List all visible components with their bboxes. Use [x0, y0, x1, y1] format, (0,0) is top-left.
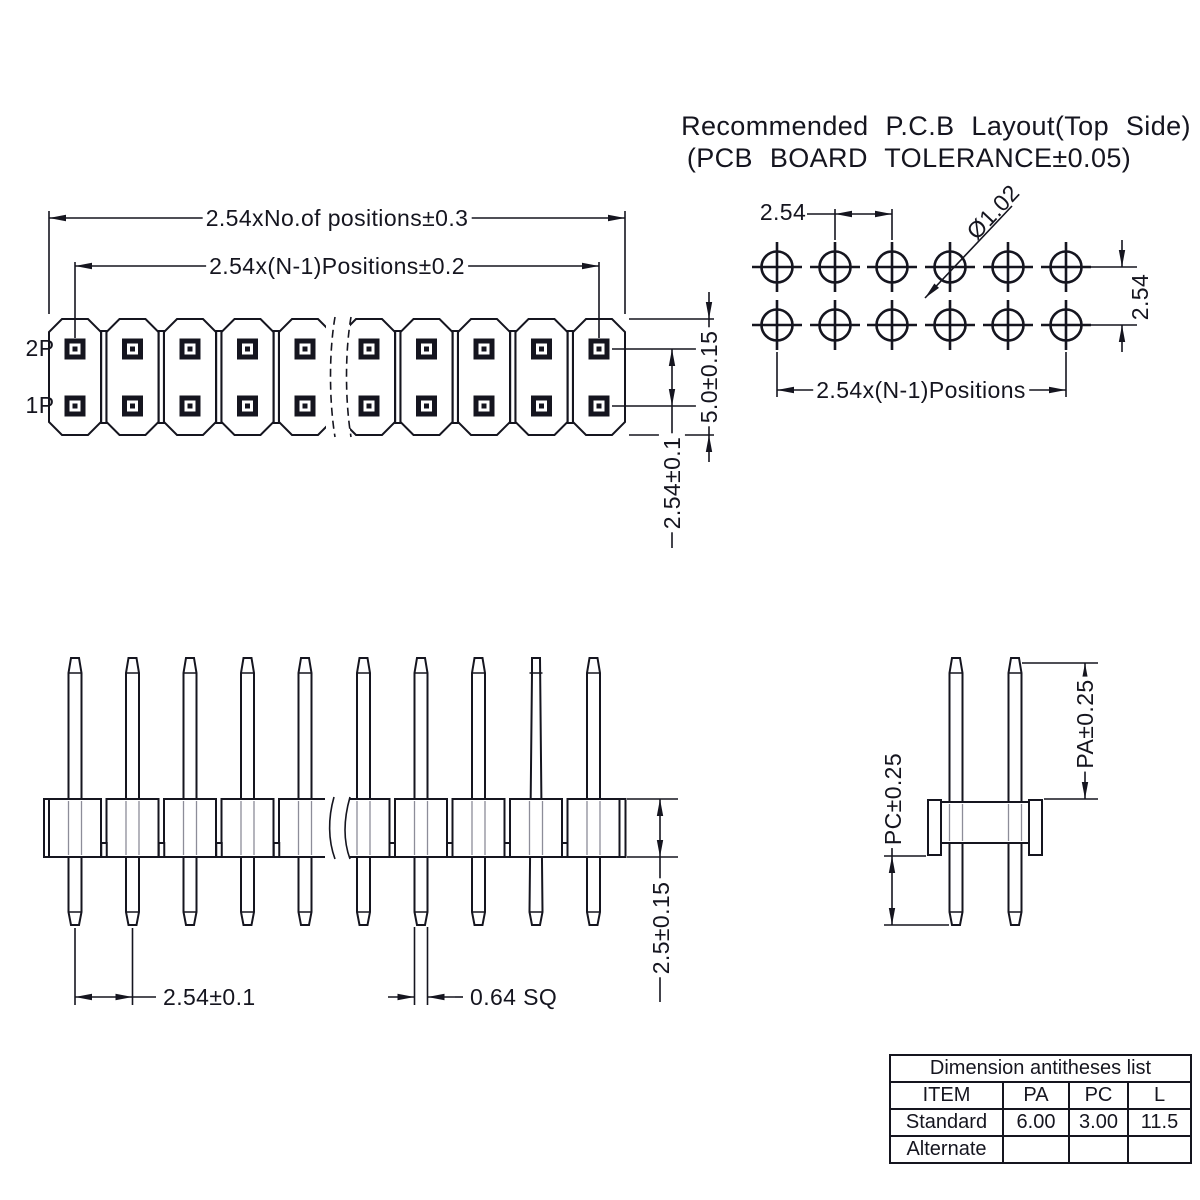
row-label-2p: 2P: [25, 334, 55, 361]
dim-row-pitch: 2.54±0.1: [658, 433, 686, 533]
table-cell: [1068, 1135, 1129, 1164]
end-view-dimensions: [884, 662, 1098, 926]
contact-pads: [64, 338, 610, 417]
table-header-l: L: [1126, 1081, 1193, 1110]
side-view-drawing: [43, 657, 678, 1005]
dim-body-width: 5.0±0.15: [695, 327, 723, 427]
dim-pa: PA±0.25: [1071, 676, 1099, 772]
table-header-item: ITEM: [889, 1081, 1004, 1110]
table-cell: 6.00: [1002, 1108, 1070, 1137]
table-cell: 3.00: [1068, 1108, 1129, 1137]
end-view-drawing: [884, 657, 1098, 926]
table-title: Dimension antitheses list: [888, 1054, 1193, 1083]
table-cell: [1002, 1135, 1070, 1164]
pcb-layout-dimensions: [776, 205, 1137, 397]
top-view-drawing: [48, 211, 714, 548]
dim-pin-pitch: 2.54±0.1: [163, 983, 256, 1010]
dim-positions-span: 2.54x(N-1)Positions±0.2: [206, 252, 468, 280]
dim-overall-length: 2.54xNo.of positions±0.3: [202, 204, 472, 232]
table-cell: 11.5: [1126, 1108, 1193, 1137]
dim-hole-row-pitch: 2.54: [1126, 273, 1153, 321]
dim-insulator-height: 2.5±0.15: [647, 878, 675, 978]
pcb-layout-title-line1: Recommended P.C.B Layout(Top Side): [681, 110, 1191, 141]
row-label-1p: 1P: [25, 391, 55, 418]
pcb-layout-drawing: [752, 205, 1137, 397]
dim-hole-pitch: 2.54: [759, 198, 807, 225]
table-row: Standard 6.00 3.00 11.5: [889, 1108, 1193, 1137]
table-header-pc: PC: [1068, 1081, 1129, 1110]
insulator-body: [43, 795, 627, 861]
dim-pc: PC±0.25: [879, 749, 907, 849]
pcb-layout-title-line2: (PCB BOARD TOLERANCE±0.05): [686, 142, 1132, 173]
table-row: Alternate: [889, 1135, 1193, 1164]
dim-pin-square: 0.64 SQ: [470, 983, 558, 1010]
drill-holes: [752, 242, 1091, 350]
pins: [67, 657, 601, 926]
dimension-table: Dimension antitheses list ITEM PA PC L S…: [888, 1054, 1193, 1164]
table-cell: Alternate: [889, 1135, 1004, 1164]
table-cell: Standard: [889, 1108, 1004, 1137]
table-cell: [1126, 1135, 1193, 1164]
table-header-pa: PA: [1002, 1081, 1070, 1110]
dim-hole-span: 2.54x(N-1)Positions: [813, 376, 1029, 404]
